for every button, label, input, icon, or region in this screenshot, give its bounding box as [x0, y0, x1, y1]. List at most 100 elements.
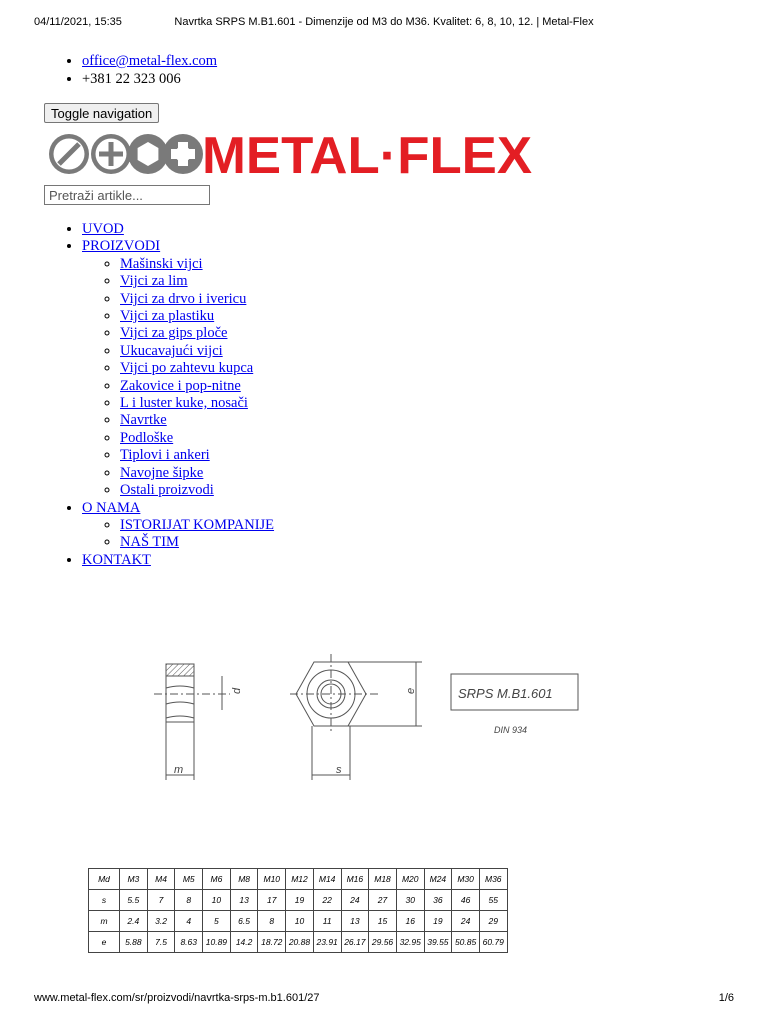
table-cell: 20.88 [285, 931, 314, 953]
submenu-item: Vijci za lim [120, 273, 274, 290]
table-cell: M36 [478, 868, 508, 890]
nav-item-proizvodi: PROIZVODI Mašinski vijci Vijci za lim Vi… [82, 238, 274, 499]
table-cell: e [88, 931, 120, 953]
phone-number: +381 22 323 006 [82, 71, 181, 87]
submenu-link-vijci-za-drvo[interactable]: Vijci za drvo i ivericu [120, 290, 247, 307]
table-cell: 22 [312, 889, 342, 911]
nav-link-o-nama[interactable]: O NAMA [82, 499, 141, 516]
submenu-item: Tiplovi i ankeri [120, 447, 274, 464]
table-cell: 6.5 [229, 910, 259, 932]
table-cell: 10 [202, 889, 231, 911]
table-cell: M14 [312, 868, 342, 890]
din-label: DIN 934 [494, 725, 527, 735]
table-cell: 16 [395, 910, 425, 932]
table-cell: 14.2 [229, 931, 259, 953]
table-cell: 7.5 [146, 931, 176, 953]
dimensions-table: Md M3 M4 M5 M6 M8 M10 M12 M14 M16 M18 M2… [88, 868, 508, 953]
table-cell: 39.55 [423, 931, 453, 953]
nav-item-o-nama: O NAMA ISTORIJAT KOMPANIJE NAŠ TIM [82, 500, 274, 552]
submenu-link-vijci-za-lim[interactable]: Vijci za lim [120, 273, 188, 290]
submenu-link-luster-kuke[interactable]: L i luster kuke, nosači [120, 395, 248, 412]
contact-email-item: office@metal-flex.com [82, 52, 217, 70]
nav-link-uvod[interactable]: UVOD [82, 221, 124, 237]
table-cell: 15 [368, 910, 397, 932]
table-cell: m [88, 910, 120, 932]
table-cell: 11 [312, 910, 342, 932]
submenu-item: NAŠ TIM [120, 534, 274, 551]
table-cell: 60.79 [478, 931, 508, 953]
table-cell: 24 [451, 910, 480, 932]
table-cell: 3.2 [146, 910, 176, 932]
table-cell: M4 [146, 868, 176, 890]
submenu-link-vijci-za-plastiku[interactable]: Vijci za plastiku [120, 308, 215, 325]
table-cell: M5 [174, 868, 204, 890]
table-cell: 26.17 [340, 931, 370, 953]
submenu-link-navojne-sipke[interactable]: Navojne šipke [120, 464, 204, 481]
table-cell: M3 [119, 868, 148, 890]
submenu-item: L i luster kuke, nosači [120, 395, 274, 412]
table-row: e 5.88 7.5 8.63 10.89 14.2 18.72 20.88 2… [88, 931, 508, 953]
table-cell: 13 [229, 889, 259, 911]
submenu-link-zakovice[interactable]: Zakovice i pop-nitne [120, 377, 241, 394]
print-page-title: Navrtka SRPS M.B1.601 - Dimenzije od M3 … [174, 16, 594, 28]
table-cell: 18.72 [257, 931, 287, 953]
table-cell: M24 [423, 868, 453, 890]
submenu-link-navrtke[interactable]: Navrtke [120, 412, 167, 429]
submenu-item: Navojne šipke [120, 465, 274, 482]
submenu-link-nas-tim[interactable]: NAŠ TIM [120, 534, 179, 551]
table-cell: 2.4 [119, 910, 148, 932]
submenu-link-istorijat[interactable]: ISTORIJAT KOMPANIJE [120, 516, 275, 533]
nav-item-kontakt: KONTAKT [82, 552, 274, 569]
table-cell: 32.95 [395, 931, 425, 953]
submenu-item: ISTORIJAT KOMPANIJE [120, 517, 274, 534]
table-cell: 46 [451, 889, 480, 911]
metal-flex-logo[interactable]: METAL·FLEX [44, 128, 534, 180]
table-cell: 36 [423, 889, 453, 911]
submenu-link-ostali-proizvodi[interactable]: Ostali proizvodi [120, 482, 214, 499]
search-input[interactable] [44, 185, 210, 205]
submenu-item: Vijci za gips ploče [120, 325, 274, 342]
nut-technical-drawing: m d s e SRPS M.B1.601 DIN 934 [154, 654, 579, 780]
table-cell: M30 [451, 868, 480, 890]
table-cell: 19 [285, 889, 314, 911]
submenu-item: Vijci za drvo i ivericu [120, 291, 274, 308]
dimension-label-s: s [336, 764, 342, 776]
submenu-link-masinski-vijci[interactable]: Mašinski vijci [120, 255, 203, 272]
table-cell: 8.63 [174, 931, 204, 953]
submenu-link-podloske[interactable]: Podloške [120, 429, 174, 446]
table-cell: 8 [257, 910, 287, 932]
table-cell: 5.5 [119, 889, 148, 911]
table-cell: 13 [340, 910, 370, 932]
submenu-link-vijci-za-gips[interactable]: Vijci za gips ploče [120, 325, 228, 342]
table-cell: s [88, 889, 120, 911]
submenu-link-ukucavajuci-vijci[interactable]: Ukucavajući vijci [120, 342, 223, 359]
submenu-item: Ostali proizvodi [120, 482, 274, 499]
table-cell: 7 [146, 889, 176, 911]
table-row: s 5.5 7 8 10 13 17 19 22 24 27 30 36 46 … [88, 889, 508, 911]
table-cell: M8 [229, 868, 259, 890]
submenu-link-tiplovi[interactable]: Tiplovi i ankeri [120, 447, 210, 464]
submenu-link-vijci-po-zahtevu[interactable]: Vijci po zahtevu kupca [120, 360, 254, 377]
table-row: m 2.4 3.2 4 5 6.5 8 10 11 13 15 16 19 24… [88, 910, 508, 932]
table-cell: 50.85 [451, 931, 480, 953]
submenu-item: Podloške [120, 430, 274, 447]
dimension-label-m: m [174, 764, 183, 776]
table-cell: Md [88, 868, 120, 890]
toggle-navigation-button[interactable]: Toggle navigation [44, 103, 160, 123]
table-cell: M12 [285, 868, 314, 890]
logo-symbols-icon [49, 134, 203, 174]
nav-link-proizvodi[interactable]: PROIZVODI [82, 238, 161, 255]
table-cell: M10 [257, 868, 287, 890]
print-url: www.metal-flex.com/sr/proizvodi/navrtka-… [34, 992, 320, 1004]
submenu-item: Zakovice i pop-nitne [120, 378, 274, 395]
table-cell: 30 [395, 889, 425, 911]
table-cell: M18 [368, 868, 397, 890]
table-cell: 27 [368, 889, 397, 911]
table-cell: 10.89 [202, 931, 231, 953]
standard-label: SRPS M.B1.601 [458, 686, 553, 701]
o-nama-submenu: ISTORIJAT KOMPANIJE NAŠ TIM [82, 517, 274, 552]
table-cell: 55 [478, 889, 508, 911]
nav-link-kontakt[interactable]: KONTAKT [82, 551, 151, 568]
email-link[interactable]: office@metal-flex.com [82, 53, 218, 69]
contact-list: office@metal-flex.com +381 22 323 006 [44, 52, 217, 88]
